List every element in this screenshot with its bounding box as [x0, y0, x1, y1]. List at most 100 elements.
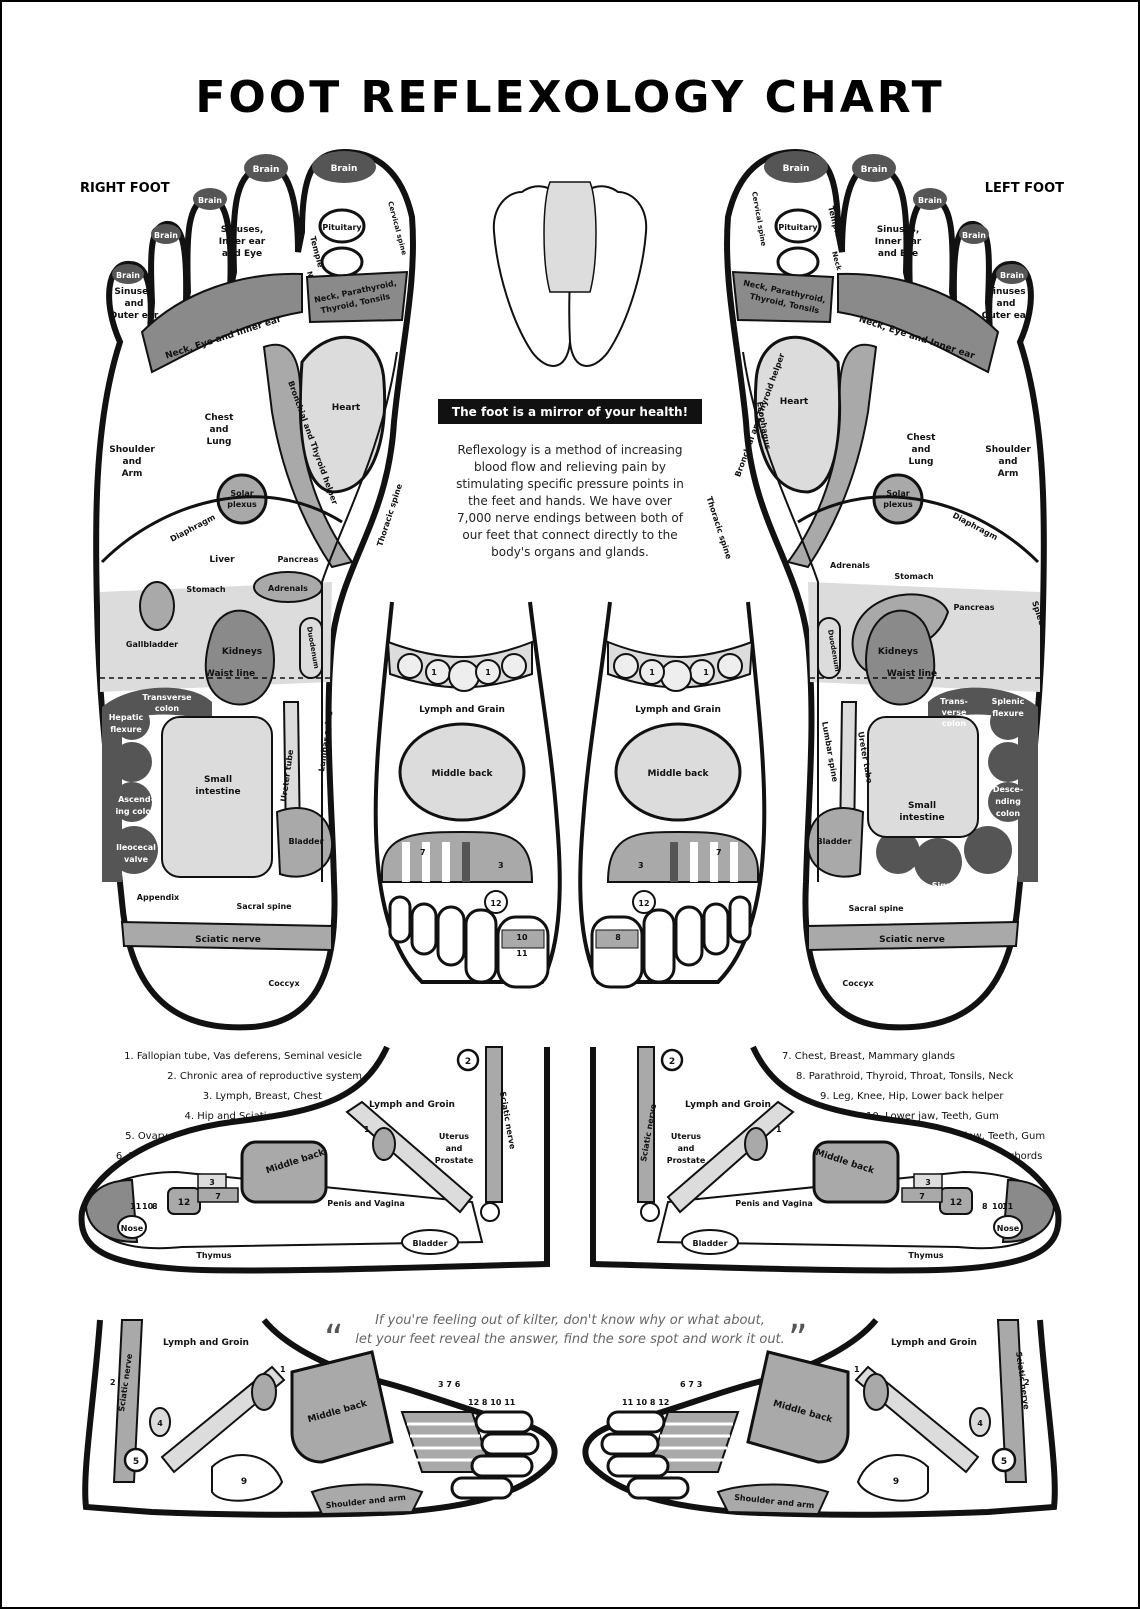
svg-text:Hepatic: Hepatic: [109, 713, 144, 722]
svg-text:Lung: Lung: [207, 437, 232, 447]
svg-text:Waist line: Waist line: [205, 669, 255, 679]
svg-text:3: 3: [209, 1178, 215, 1187]
svg-text:and: and: [997, 299, 1016, 309]
svg-text:and Eye: and Eye: [878, 249, 918, 259]
right-foot-label: RIGHT FOOT: [80, 181, 170, 196]
svg-text:Ascend-: Ascend-: [118, 795, 154, 804]
svg-text:12: 12: [178, 1198, 191, 1208]
svg-text:flexure: flexure: [110, 725, 142, 734]
svg-text:Chest: Chest: [205, 413, 234, 423]
svg-text:2: 2: [465, 1057, 471, 1067]
left-foot-sole: Brain Brain Brain Brain Brain Pituitary …: [705, 148, 1048, 1031]
svg-text:7,000 nerve endings between bo: 7,000 nerve endings between both of: [457, 511, 684, 525]
svg-text:Brain: Brain: [918, 196, 942, 205]
svg-text:1: 1: [485, 668, 491, 677]
svg-text:9: 9: [241, 1477, 247, 1487]
svg-text:8: 8: [152, 1202, 158, 1211]
svg-text:Brain: Brain: [116, 271, 140, 280]
right-brain-big-toe: [244, 154, 288, 182]
svg-text:plexus: plexus: [883, 500, 913, 509]
svg-text:3: 3: [638, 861, 644, 870]
right-foot-sole: Brain Brain Brain Brain Brain Pituitary …: [93, 148, 416, 1031]
svg-text:1: 1: [703, 668, 709, 677]
svg-text:7. Chest, Breast, Mammary glan: 7. Chest, Breast, Mammary glands: [782, 1051, 955, 1062]
svg-text:Appendix: Appendix: [137, 893, 180, 902]
svg-text:7: 7: [716, 848, 722, 857]
right-foot-outer-side: Sciatic nerve 2 4 5 1 Lymph and Groin Mi…: [82, 1318, 558, 1518]
svg-text:1. Fallopian tube, Vas deferen: 1. Fallopian tube, Vas deferens, Seminal…: [124, 1051, 362, 1062]
svg-text:colon: colon: [938, 893, 962, 902]
svg-text:Lymph and Groin: Lymph and Groin: [369, 1100, 455, 1110]
svg-text:and: and: [678, 1144, 695, 1153]
svg-text:5: 5: [1001, 1457, 1007, 1467]
svg-text:stimulating specific pressure: stimulating specific pressure points in: [456, 477, 684, 491]
svg-text:Brain: Brain: [154, 231, 178, 240]
svg-text:Solar: Solar: [886, 489, 909, 498]
right-foot-inner-side: Nose 11 10 8 12 3 7 Middle back 1 Lymph …: [78, 1045, 550, 1274]
svg-text:Penis and Vagina: Penis and Vagina: [735, 1199, 813, 1208]
quote: “ ” If you're feeling out of kilter, don…: [324, 1313, 808, 1361]
svg-text:Lymph and Groin: Lymph and Groin: [685, 1100, 771, 1110]
svg-text:Outer ear: Outer ear: [982, 311, 1031, 321]
svg-text:Kidneys: Kidneys: [878, 647, 918, 657]
svg-text:Bladder: Bladder: [816, 837, 851, 846]
svg-text:Prostate: Prostate: [667, 1156, 706, 1165]
svg-text:valve: valve: [124, 855, 149, 864]
svg-text:1: 1: [431, 668, 437, 677]
left-foot-label: LEFT FOOT: [985, 181, 1064, 196]
svg-text:1: 1: [364, 1125, 370, 1134]
svg-text:Adrenals: Adrenals: [268, 584, 308, 593]
page-title: FOOT REFLEXOLOGY CHART: [195, 72, 944, 123]
svg-text:Trans-: Trans-: [940, 697, 968, 706]
svg-text:3: 3: [498, 861, 504, 870]
svg-text:Adrenals: Adrenals: [830, 561, 870, 570]
svg-text:Pituitary: Pituitary: [778, 223, 818, 232]
svg-text:Pituitary: Pituitary: [322, 223, 362, 232]
svg-text:Reflexology is a method of inc: Reflexology is a method of increasing: [457, 443, 682, 457]
svg-text:10. Lower jaw, Teeth, Gum: 10. Lower jaw, Teeth, Gum: [866, 1111, 999, 1122]
svg-text:Coccyx: Coccyx: [268, 979, 300, 988]
svg-text:12: 12: [950, 1198, 963, 1208]
svg-text:Middle back: Middle back: [647, 769, 709, 779]
svg-text:12: 12: [638, 899, 649, 908]
svg-text:verse: verse: [942, 708, 967, 717]
svg-text:Lymph and Groin: Lymph and Groin: [163, 1338, 249, 1348]
svg-text:3. Lymph, Breast, Chest: 3. Lymph, Breast, Chest: [203, 1091, 322, 1102]
svg-text:colon: colon: [155, 704, 179, 713]
right-foot-top-view: 1 1 Lymph and Grain Middle back 7 6 3 12…: [373, 601, 562, 989]
svg-text:1: 1: [280, 1365, 286, 1374]
svg-text:”: ”: [788, 1317, 808, 1361]
svg-text:Stomach: Stomach: [186, 585, 226, 594]
svg-text:Uterus: Uterus: [671, 1132, 701, 1141]
svg-text:5: 5: [133, 1457, 139, 1467]
svg-text:and: and: [912, 445, 931, 455]
svg-text:Sciatic nerve: Sciatic nerve: [195, 935, 261, 945]
svg-text:body's organs and glands.: body's organs and glands.: [491, 545, 649, 559]
svg-text:11: 11: [1002, 1202, 1014, 1211]
svg-text:Outer ear: Outer ear: [110, 311, 159, 321]
svg-text:Heart: Heart: [780, 397, 809, 407]
svg-text:11: 11: [516, 949, 528, 958]
svg-text:Shoulder: Shoulder: [985, 445, 1031, 455]
svg-text:and: and: [446, 1144, 463, 1153]
svg-text:10: 10: [142, 1202, 154, 1211]
svg-text:Sigmoid: Sigmoid: [932, 881, 969, 890]
svg-text:Sinuses: Sinuses: [114, 287, 153, 297]
intro-paragraph: Reflexology is a method of increasing bl…: [456, 443, 684, 559]
svg-text:Brain: Brain: [198, 196, 222, 205]
svg-text:Desce-: Desce-: [993, 785, 1023, 794]
svg-text:Arm: Arm: [122, 469, 143, 479]
left-foot-top-view: 1 1 Lymph and Grain Middle back 7 6 3 12…: [578, 601, 767, 989]
left-foot-inner-side: Nose 8 10 11 12 3 7 Middle back 1 Lymph …: [590, 1045, 1062, 1274]
svg-text:Small: Small: [908, 801, 936, 811]
svg-text:Sinuses,: Sinuses,: [877, 225, 920, 235]
svg-text:Pancreas: Pancreas: [953, 603, 994, 612]
svg-text:Coccyx: Coccyx: [842, 979, 874, 988]
svg-text:Lymph and Grain: Lymph and Grain: [635, 705, 721, 715]
svg-text:6: 6: [468, 893, 474, 902]
svg-text:6 7 3: 6 7 3: [680, 1380, 702, 1389]
svg-text:intestine: intestine: [899, 813, 944, 823]
svg-text:and Eye: and Eye: [222, 249, 262, 259]
svg-text:and: and: [123, 457, 142, 467]
